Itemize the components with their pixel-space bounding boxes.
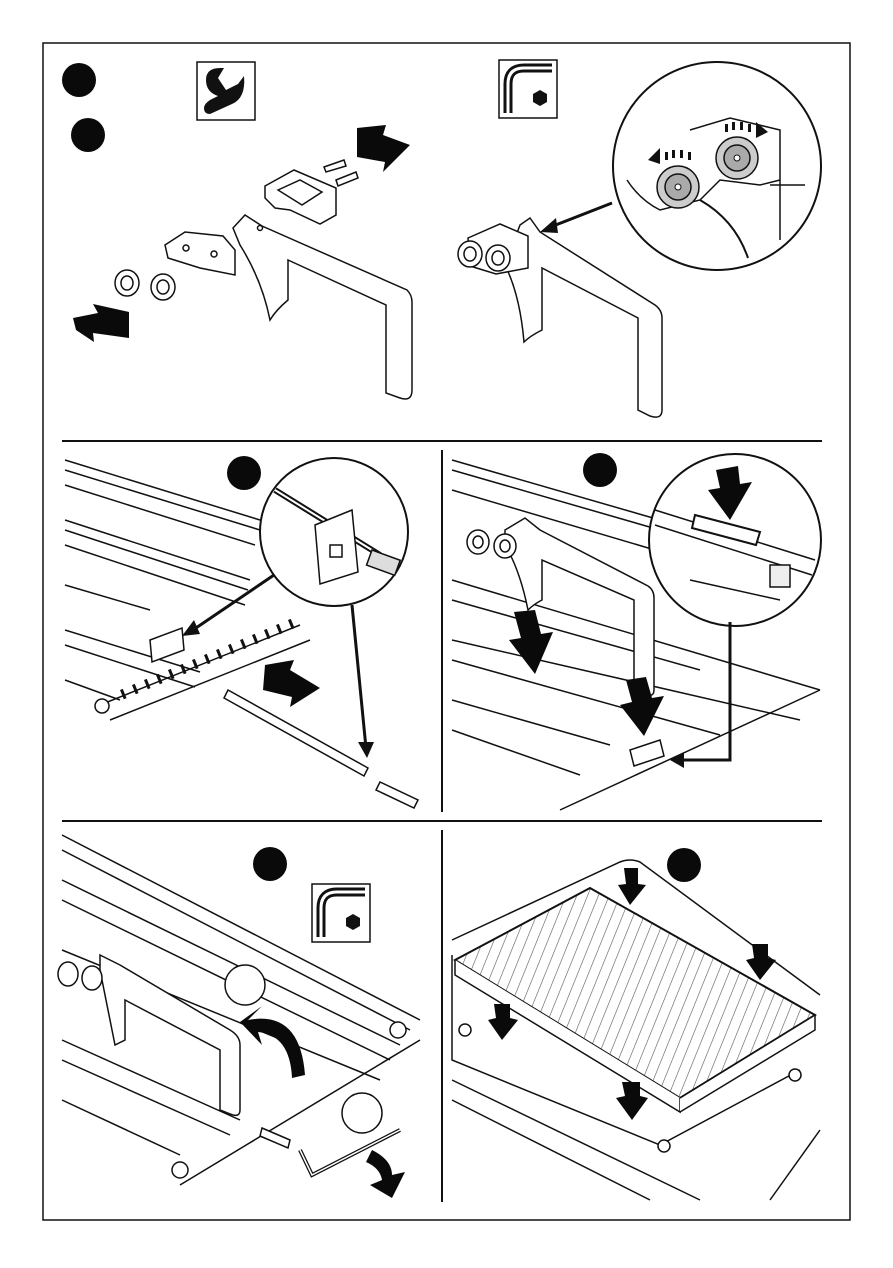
detail-circle-slot (649, 454, 821, 626)
sub-step-a (225, 965, 265, 1005)
hex-key-icon (499, 60, 557, 118)
open-wrench-icon (197, 62, 255, 120)
step-badge-4 (583, 453, 617, 487)
step-badge-1 (62, 63, 96, 97)
step-badge-6 (667, 848, 701, 882)
detail-circle-adjust (613, 62, 821, 270)
sub-step-b (342, 1093, 382, 1133)
step-badge-5 (253, 847, 287, 881)
step-badge-2 (71, 118, 105, 152)
hex-key-icon (312, 884, 370, 942)
step-badge-3 (227, 456, 261, 490)
detail-circle-rod (260, 458, 408, 606)
